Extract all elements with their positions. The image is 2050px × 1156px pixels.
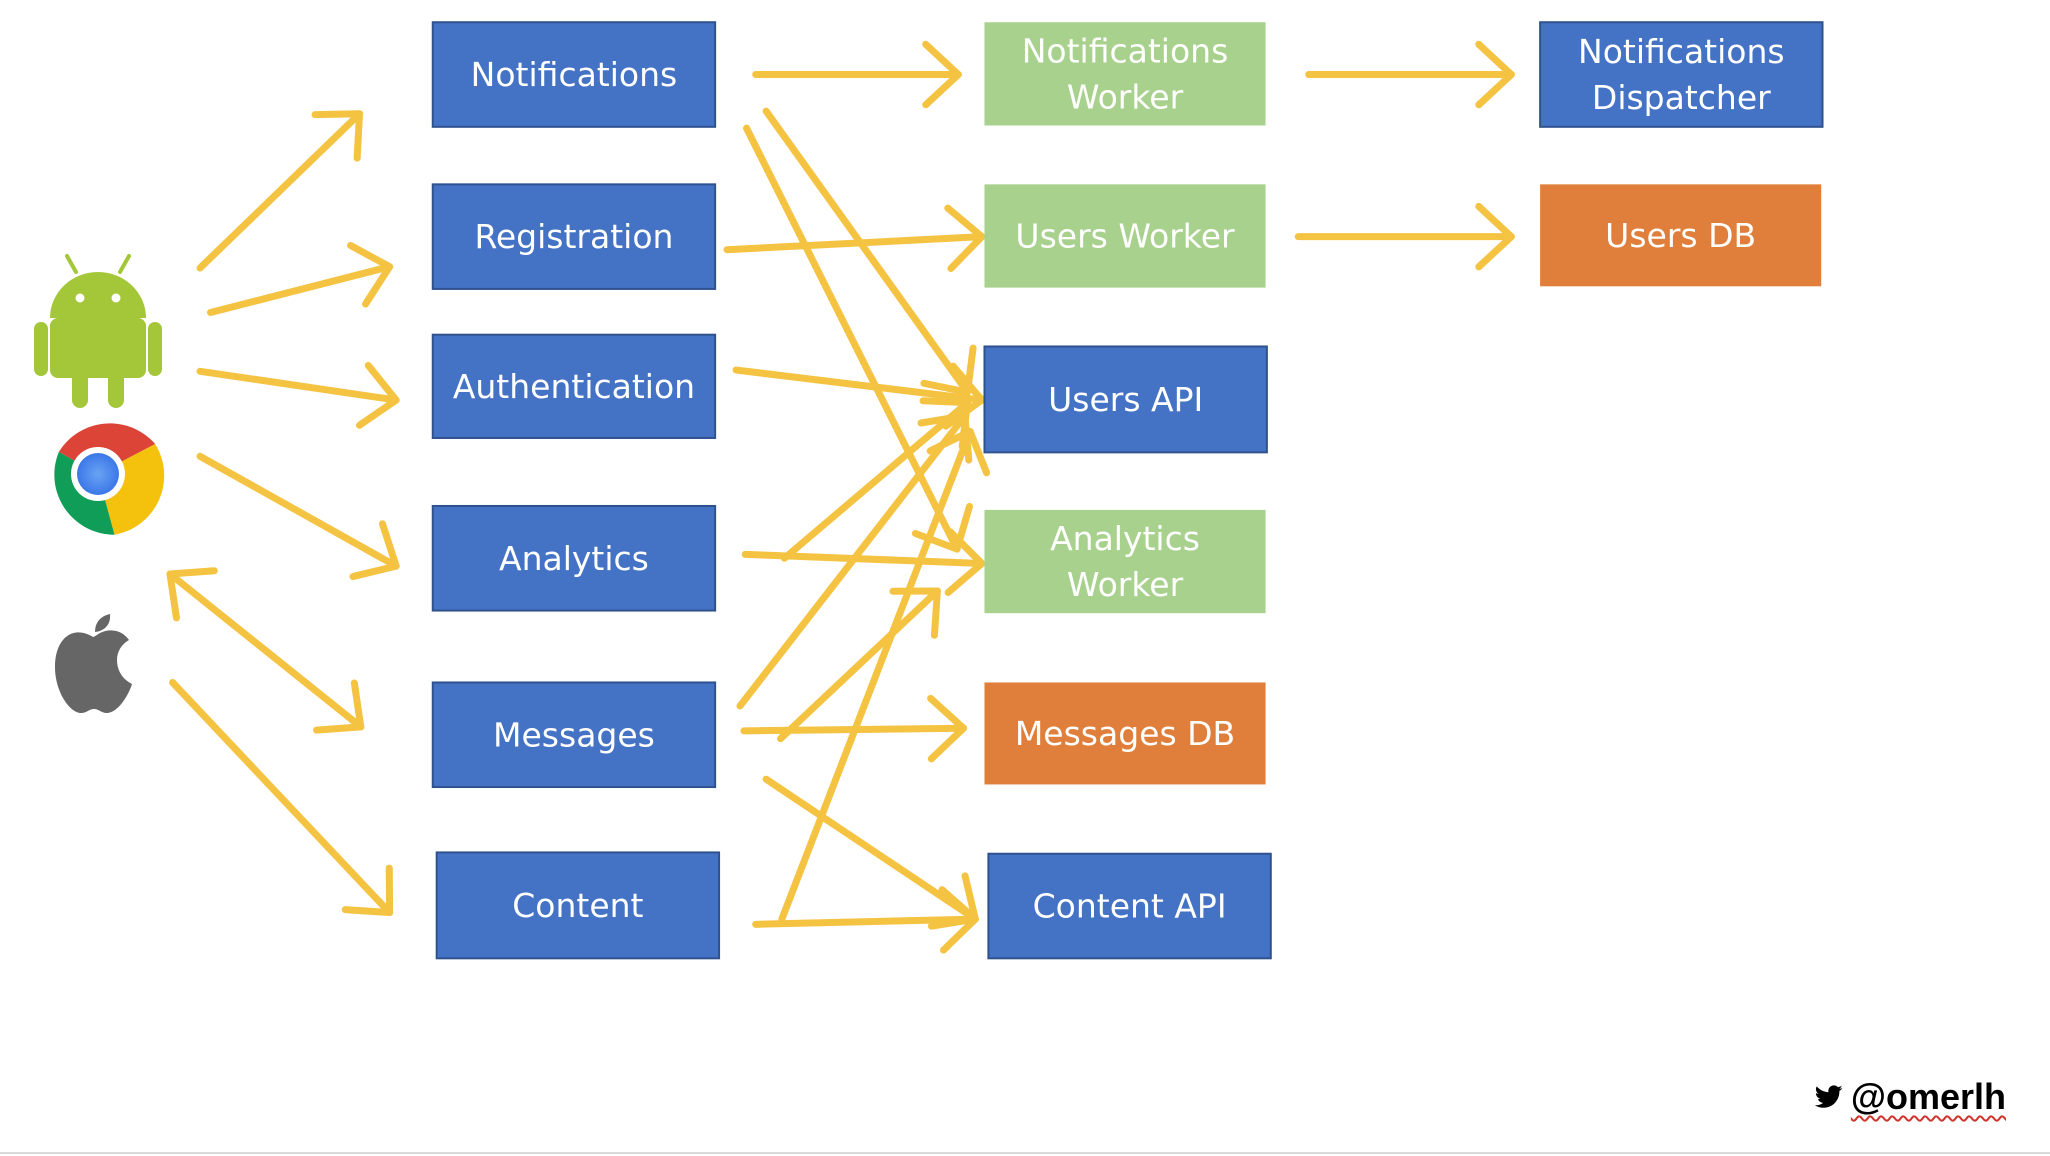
box-users-db-shape	[1540, 184, 1822, 287]
arrow	[1305, 40, 1515, 109]
chrome-icon	[54, 423, 165, 535]
arrow	[762, 775, 979, 930]
box-analytics-worker-shape	[984, 509, 1266, 614]
slide-bottom-border	[0, 1152, 2050, 1154]
arrow	[1294, 202, 1515, 271]
box-messages-label: Messages	[493, 715, 655, 754]
box-content: Content	[435, 851, 721, 960]
box-analytics-worker-label: Worker	[1067, 565, 1184, 604]
box-notifications: Notifications	[431, 21, 717, 128]
box-messages-db-shape	[984, 682, 1266, 785]
box-users-api-shape	[983, 345, 1268, 454]
box-authentication: Authentication	[431, 333, 717, 439]
arrow	[778, 427, 991, 923]
twitter-handle-text: @omerlh	[1850, 1076, 2006, 1117]
arrow	[196, 452, 400, 581]
box-analytics-shape	[431, 504, 717, 612]
arrow	[752, 40, 962, 109]
box-registration: Registration	[431, 183, 717, 290]
box-content-api: Content API	[987, 852, 1272, 960]
box-users-db: Users DB	[1540, 184, 1822, 287]
box-messages-db: Messages DB	[984, 682, 1266, 785]
box-analytics-label: Analytics	[499, 539, 649, 578]
box-notifications-worker-label: Worker	[1067, 77, 1184, 116]
box-registration-shape	[431, 183, 717, 290]
arrow	[762, 107, 977, 396]
box-content-api-label: Content API	[1033, 887, 1227, 926]
box-content-label: Content	[512, 886, 643, 925]
arrow	[196, 361, 400, 429]
box-authentication-shape	[431, 333, 717, 439]
box-analytics: Analytics	[431, 504, 717, 612]
box-users-worker: Users Worker	[984, 184, 1266, 288]
box-registration-label: Registration	[474, 217, 673, 256]
box-notifications-worker-shape	[984, 22, 1266, 126]
connection-arrows	[166, 40, 1515, 954]
box-users-worker-label: Users Worker	[1015, 216, 1235, 255]
arrow	[169, 678, 394, 917]
box-messages: Messages	[431, 681, 717, 789]
arrow	[196, 110, 364, 272]
box-users-api: Users API	[983, 345, 1268, 454]
component-boxes: NotificationsRegistrationAuthenticationA…	[431, 21, 1824, 960]
arrow	[723, 204, 986, 273]
arrow	[206, 241, 394, 316]
android-icon	[34, 254, 162, 408]
box-authentication-label: Authentication	[453, 367, 695, 406]
arrow	[743, 124, 973, 553]
box-notifications-dispatcher-label: Notifications	[1578, 32, 1785, 71]
twitter-handle[interactable]: @omerlh	[1814, 1076, 2006, 1118]
box-content-shape	[435, 851, 721, 960]
apple-icon	[55, 614, 132, 713]
twitter-bird-icon	[1814, 1085, 1843, 1108]
box-notifications-dispatcher-label: Dispatcher	[1592, 78, 1771, 117]
box-notifications-label: Notifications	[471, 55, 678, 94]
box-users-worker-shape	[984, 184, 1266, 288]
box-users-api-label: Users API	[1048, 380, 1203, 419]
box-notifications-dispatcher-shape	[1539, 21, 1824, 128]
box-notifications-worker-label: Notifications	[1022, 31, 1229, 70]
arrow	[166, 567, 365, 734]
box-messages-shape	[431, 681, 717, 789]
box-notifications-shape	[431, 21, 717, 128]
box-users-db-label: Users DB	[1605, 216, 1756, 255]
box-content-api-shape	[987, 852, 1272, 960]
box-messages-db-label: Messages DB	[1015, 714, 1235, 753]
box-analytics-worker-label: Analytics	[1050, 519, 1200, 558]
